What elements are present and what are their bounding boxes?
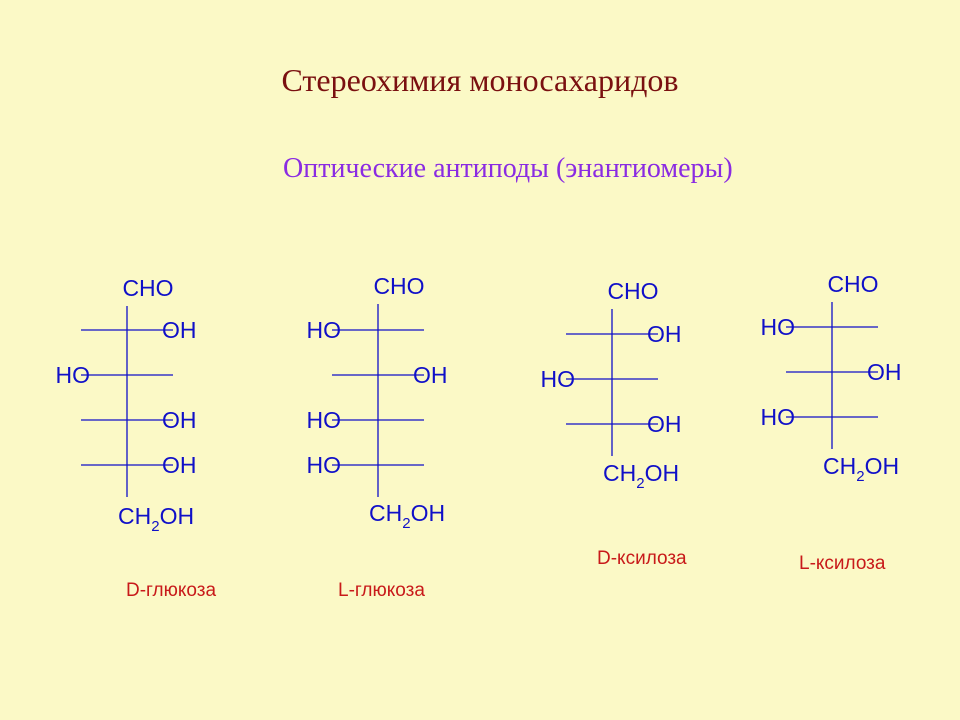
group-cho: CHO bbox=[827, 271, 878, 297]
group-ho: HO bbox=[307, 407, 342, 433]
fischer-projection: CHO OH HO OH CH2OH bbox=[541, 278, 682, 492]
fischer-projection: CHO HO OH HO HO CH2OH bbox=[307, 273, 448, 532]
group-ho: HO bbox=[541, 366, 576, 392]
group-ch2oh: CH2OH bbox=[369, 500, 445, 532]
group-cho: CHO bbox=[607, 278, 658, 304]
group-cho: CHO bbox=[122, 275, 173, 301]
slide-subtitle: Оптические антиподы (энантиомеры) bbox=[283, 153, 733, 184]
fischer-projection: CHO OH HO OH OH CH2OH bbox=[56, 275, 197, 535]
group-oh: OH bbox=[647, 321, 682, 347]
name-l-xylose: L-ксилоза bbox=[799, 553, 886, 574]
group-cho: CHO bbox=[373, 273, 424, 299]
group-ho: HO bbox=[56, 362, 91, 388]
name-l-glucose: L-глюкоза bbox=[338, 580, 425, 601]
group-oh: OH bbox=[162, 452, 197, 478]
slide-title: Стереохимия моносахаридов bbox=[281, 62, 679, 98]
group-ch2oh: CH2OH bbox=[603, 460, 679, 492]
group-oh: OH bbox=[647, 411, 682, 437]
group-oh: OH bbox=[162, 407, 197, 433]
group-oh: OH bbox=[413, 362, 448, 388]
group-ho: HO bbox=[761, 404, 796, 430]
group-oh: OH bbox=[162, 317, 197, 343]
group-ho: HO bbox=[761, 314, 796, 340]
name-d-xylose: D-ксилоза bbox=[597, 548, 687, 569]
group-ch2oh: CH2OH bbox=[823, 453, 899, 485]
group-ho: HO bbox=[307, 452, 342, 478]
name-d-glucose: D-глюкоза bbox=[126, 580, 217, 601]
fischer-projection: CHO HO OH HO CH2OH bbox=[761, 271, 902, 485]
group-ho: HO bbox=[307, 317, 342, 343]
group-oh: OH bbox=[867, 359, 902, 385]
group-ch2oh: CH2OH bbox=[118, 503, 194, 535]
